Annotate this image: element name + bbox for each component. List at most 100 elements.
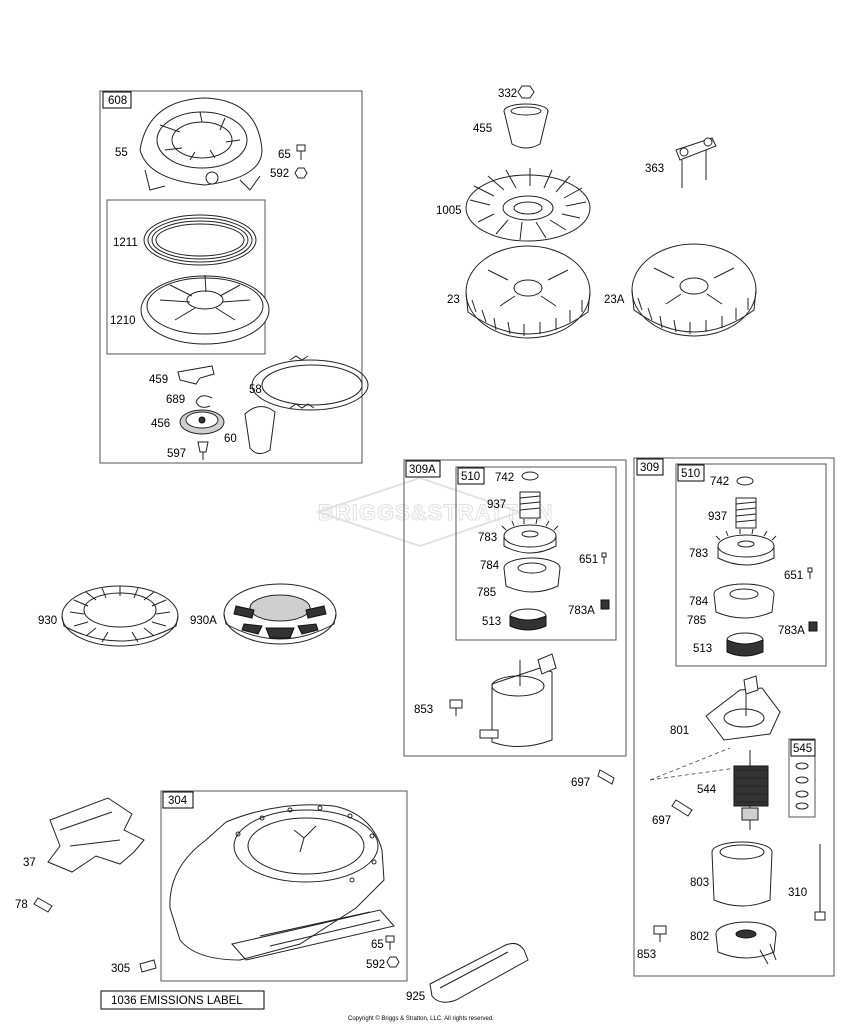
label-925: 925 <box>406 991 425 1003</box>
connector-853-a-part <box>449 699 463 716</box>
label-456: 456 <box>151 418 170 430</box>
tag-304-text: 304 <box>168 795 188 807</box>
clip-742-a-part <box>521 471 539 481</box>
rope-58-part <box>251 355 369 411</box>
gear-783-a-part <box>501 518 559 554</box>
label-78: 78 <box>15 899 28 911</box>
tag-309 <box>636 458 664 476</box>
tag-545 <box>790 739 816 757</box>
label-689: 689 <box>166 394 185 406</box>
copyright-text: Copyright © Briggs & Stratton, LLC. All … <box>348 1015 494 1022</box>
label-597: 597 <box>167 448 186 460</box>
clip-742-b-part <box>736 476 754 486</box>
label-697-b: 697 <box>652 815 671 827</box>
tag-608-text: 608 <box>108 95 127 107</box>
label-742-b: 742 <box>710 476 729 488</box>
emissions-label-text: 1036 EMISSIONS LABEL <box>111 995 243 1007</box>
tag-510-a-text: 510 <box>461 471 480 483</box>
label-592: 592 <box>270 168 289 180</box>
rewind-spring-part <box>143 214 257 266</box>
housing-784-a-part <box>503 557 561 593</box>
label-783A-a: 783A <box>568 605 595 617</box>
bolt-697-b-part <box>671 799 693 817</box>
bolt-78-part <box>33 897 53 913</box>
box-304 <box>160 790 408 982</box>
handle-60-part <box>244 406 276 454</box>
bolt-310-part <box>814 844 826 921</box>
grille-930A-part <box>223 583 337 645</box>
label-783-b: 783 <box>689 548 708 560</box>
brushplate-802-part <box>715 921 777 965</box>
label-23: 23 <box>447 294 460 306</box>
label-37: 37 <box>23 857 36 869</box>
label-65: 65 <box>278 149 291 161</box>
label-1211: 1211 <box>113 237 138 249</box>
nut-592-part <box>294 167 308 179</box>
retainer-456-part <box>179 409 225 435</box>
nut-332-part <box>517 85 535 99</box>
nut-592-b-part <box>386 956 400 968</box>
label-55: 55 <box>115 147 128 159</box>
flywheel-group: 332 455 363 1005 <box>436 85 757 339</box>
label-651-b: 651 <box>784 570 803 582</box>
label-1005: 1005 <box>436 205 462 217</box>
pawl-459-part <box>177 365 215 385</box>
flywheel-23A-part <box>631 243 757 337</box>
label-544: 544 <box>697 784 717 796</box>
label-60: 60 <box>224 433 237 445</box>
guard-925-part <box>429 943 529 1003</box>
label-332: 332 <box>498 88 517 100</box>
label-785-a: 785 <box>477 587 496 599</box>
label-937-a: 937 <box>487 499 506 511</box>
spring-689-part <box>195 395 213 408</box>
box-510-b <box>675 463 827 667</box>
clutch-513-a-part <box>509 608 547 631</box>
label-455: 455 <box>473 123 492 135</box>
screw-305-part <box>139 959 157 973</box>
tag-309-text: 309 <box>640 462 659 474</box>
box-309 <box>633 457 835 977</box>
label-801: 801 <box>670 725 689 737</box>
label-930A: 930A <box>190 615 217 627</box>
group-309: 309 510 742 937 783 651 784 785 <box>633 457 835 977</box>
tag-608 <box>102 91 132 109</box>
box-spring-pulley <box>106 199 266 355</box>
cap-783A-a-part <box>600 599 610 610</box>
label-1210: 1210 <box>110 315 136 327</box>
starter-motor-a-part <box>479 653 557 747</box>
label-853-b: 853 <box>637 949 656 961</box>
group-608: 608 55 65 592 1211 <box>99 90 369 464</box>
grille-930-part <box>61 585 179 647</box>
briggs-watermark: BRIGGS&STRATTON <box>314 476 553 548</box>
screw-597-part <box>197 441 209 460</box>
label-363: 363 <box>645 163 664 175</box>
starter-housing-part <box>139 97 263 191</box>
label-783A-b: 783A <box>778 625 805 637</box>
tag-510-b <box>677 464 705 482</box>
group-309A: 309A 510 742 937 783 651 784 785 <box>403 459 627 757</box>
bolt-65-part <box>296 144 306 160</box>
label-697-a: 697 <box>571 777 590 789</box>
leader-lines-697 <box>649 747 737 781</box>
label-513-a: 513 <box>482 616 501 628</box>
blower-housing-304-part <box>169 804 395 961</box>
label-65-b: 65 <box>371 939 384 951</box>
label-803: 803 <box>690 877 709 889</box>
connector-853-b-part <box>653 925 667 942</box>
baffle-37-part <box>47 797 145 873</box>
box-309A <box>403 459 627 757</box>
group-304: 304 65 592 <box>160 790 408 982</box>
tag-510-b-text: 510 <box>681 468 700 480</box>
bracket-363-part <box>675 137 717 188</box>
washers-545-part <box>795 762 809 810</box>
pulley-1210-part <box>140 274 270 345</box>
label-783-a: 783 <box>478 532 497 544</box>
label-592-b: 592 <box>366 959 385 971</box>
label-784-b: 784 <box>689 596 709 608</box>
bolt-65-b-part <box>385 935 395 950</box>
screw-651-b-part <box>807 567 813 579</box>
label-305: 305 <box>111 963 130 975</box>
label-742-a: 742 <box>495 472 514 484</box>
cup-455-part <box>503 103 549 149</box>
